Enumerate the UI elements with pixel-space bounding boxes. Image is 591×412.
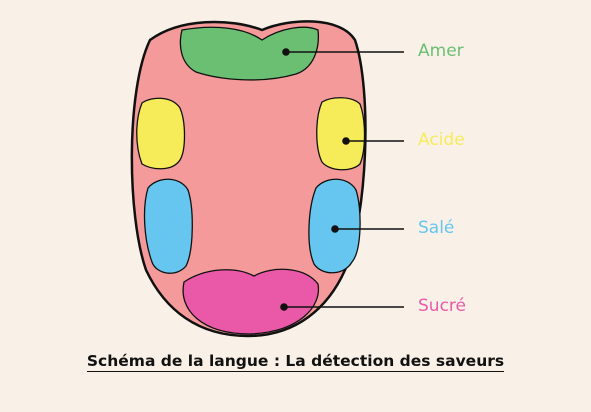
- leader-dot-sale: [332, 226, 338, 232]
- zone-acide-right: [317, 98, 365, 170]
- label-acide: Acide: [418, 130, 465, 150]
- label-sale: Salé: [418, 218, 454, 238]
- leader-dot-sucre: [281, 304, 287, 310]
- leader-dot-amer: [283, 49, 289, 55]
- zone-sale-left: [145, 179, 193, 273]
- zone-amer: [180, 27, 318, 80]
- label-amer: Amer: [418, 41, 464, 61]
- diagram-caption: Schéma de la langue : La détection des s…: [0, 352, 591, 370]
- caption-text: Schéma de la langue : La détection des s…: [87, 352, 504, 372]
- zone-acide-left: [137, 98, 185, 169]
- label-sucre: Sucré: [418, 296, 466, 316]
- leader-dot-acide: [343, 138, 349, 144]
